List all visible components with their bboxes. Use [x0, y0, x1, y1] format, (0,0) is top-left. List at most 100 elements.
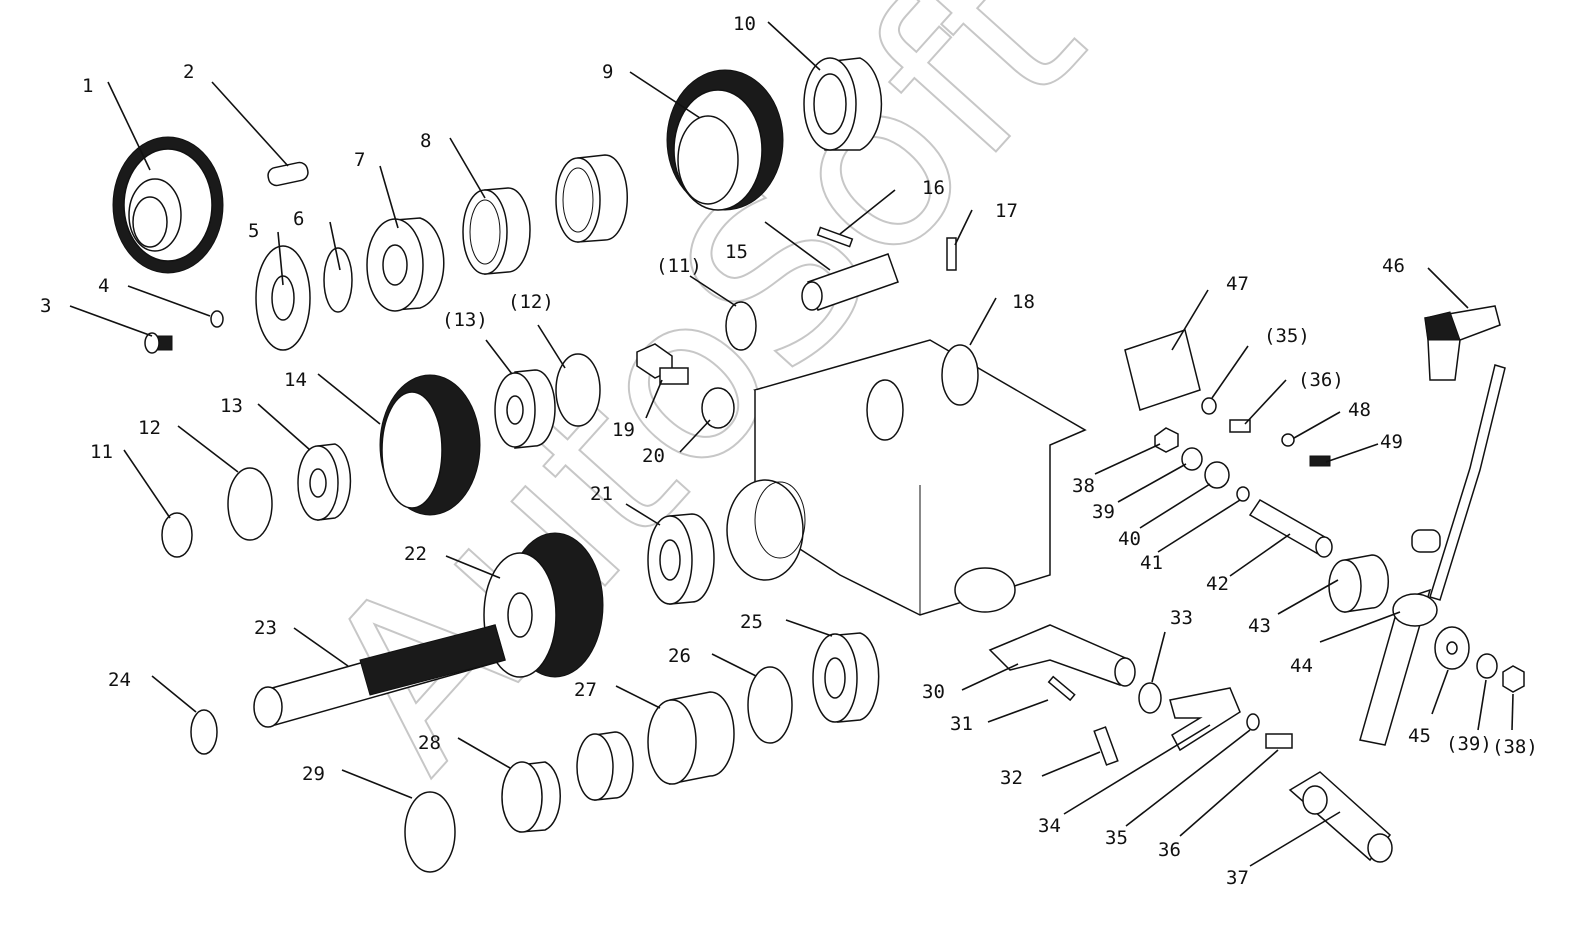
callout-39p: (39): [1446, 733, 1492, 755]
leader-41: [1157, 499, 1241, 553]
leader-5: [277, 231, 284, 286]
callout-13: 13: [220, 395, 243, 417]
callout-24: 24: [108, 669, 131, 691]
shift-lever-44: [1359, 364, 1506, 746]
callout-46: 46: [1382, 255, 1405, 277]
washer-40: [1204, 461, 1230, 489]
callout-23: 23: [254, 617, 277, 639]
seal-27b: [576, 731, 634, 801]
leader-6: [329, 221, 341, 271]
plate-5: [255, 245, 311, 351]
leader-12p: [537, 324, 566, 369]
leader-39p: [1477, 679, 1487, 731]
callout-labels: 1 2 3 4 5 6 7 8 9 10 11 (11) 12 (12) 13 …: [40, 13, 1538, 889]
callout-11p: (11): [656, 255, 702, 277]
leader-24: [151, 675, 197, 713]
o-ring-41: [1236, 486, 1250, 502]
callout-12: 12: [138, 417, 161, 439]
ring-24: [190, 709, 218, 755]
leader-11p: [689, 275, 737, 307]
leader-45: [1431, 669, 1449, 715]
callout-11: 11: [90, 441, 113, 463]
leader-48: [1293, 411, 1341, 439]
callout-38p: (38): [1492, 736, 1538, 758]
bolt-36: [1265, 733, 1293, 749]
leader-46: [1427, 267, 1469, 309]
leader-34: [1063, 724, 1211, 815]
bearing-25: [812, 632, 880, 723]
gear-9: [666, 69, 784, 211]
leader-lines: [69, 21, 1514, 867]
leader-28: [457, 737, 511, 769]
callout-5: 5: [248, 220, 259, 242]
callout-18: 18: [1012, 291, 1035, 313]
seal-28: [501, 761, 561, 833]
leader-23: [293, 627, 349, 667]
leader-14: [317, 373, 381, 425]
ring-12: [227, 467, 273, 541]
fork-34: [1169, 687, 1241, 752]
callout-44: 44: [1290, 655, 1313, 677]
nut-38: [1154, 427, 1179, 453]
shift-arm-30: [988, 624, 1136, 687]
washer-39: [1181, 447, 1203, 471]
washer-33: [1138, 682, 1162, 714]
callout-49: 49: [1380, 431, 1403, 453]
leader-37: [1249, 811, 1341, 867]
callout-16: 16: [922, 177, 945, 199]
bearing-8: [462, 187, 531, 275]
callout-45: 45: [1408, 725, 1431, 747]
ball-48: [1281, 433, 1295, 447]
leader-25: [785, 619, 833, 637]
ring-12-alt: [555, 353, 601, 427]
leader-4: [127, 285, 211, 317]
leader-35: [1125, 729, 1251, 827]
washer-4: [210, 310, 224, 328]
callout-47: 47: [1226, 273, 1249, 295]
callout-6: 6: [293, 208, 304, 230]
shaft-42: [1248, 499, 1333, 558]
hub-7: [366, 217, 445, 312]
leader-21: [625, 503, 661, 526]
key-2: [267, 161, 309, 187]
pin-17: [946, 237, 957, 271]
needle-bearing: [555, 154, 628, 243]
callout-1: 1: [82, 75, 93, 97]
callout-42: 42: [1206, 573, 1229, 595]
callout-8: 8: [420, 130, 431, 152]
washer-35: [1246, 713, 1260, 731]
housing-18: [726, 339, 1087, 616]
bearing-21: [647, 513, 715, 605]
leader-29: [341, 769, 413, 799]
callout-2: 2: [183, 61, 194, 83]
callout-38: 38: [1072, 475, 1095, 497]
seal-11: [161, 512, 193, 558]
bearing-13: [297, 443, 352, 521]
callout-39: 39: [1092, 501, 1115, 523]
callout-35p: (35): [1264, 325, 1310, 347]
leader-8: [449, 137, 486, 199]
callout-29: 29: [302, 763, 325, 785]
leader-15: [764, 221, 831, 271]
pin-32: [1093, 726, 1119, 766]
callout-31: 31: [950, 713, 973, 735]
callout-13p: (13): [442, 309, 488, 331]
washer-45: [1434, 626, 1470, 670]
leader-10: [767, 21, 821, 71]
bolt-19: [636, 343, 689, 385]
leader-32: [1041, 751, 1101, 777]
parts: [112, 57, 1525, 873]
callout-48: 48: [1348, 399, 1371, 421]
callout-43: 43: [1248, 615, 1271, 637]
callout-10: 10: [733, 13, 756, 35]
leader-11: [123, 449, 171, 519]
callout-41: 41: [1140, 552, 1163, 574]
leader-13p: [485, 339, 513, 375]
callout-12p: (12): [508, 291, 554, 313]
gear-14: [379, 374, 481, 516]
leader-42: [1229, 533, 1291, 577]
washer-39-alt: [1476, 653, 1498, 679]
leader-38: [1094, 443, 1161, 475]
leader-17: [954, 209, 973, 246]
